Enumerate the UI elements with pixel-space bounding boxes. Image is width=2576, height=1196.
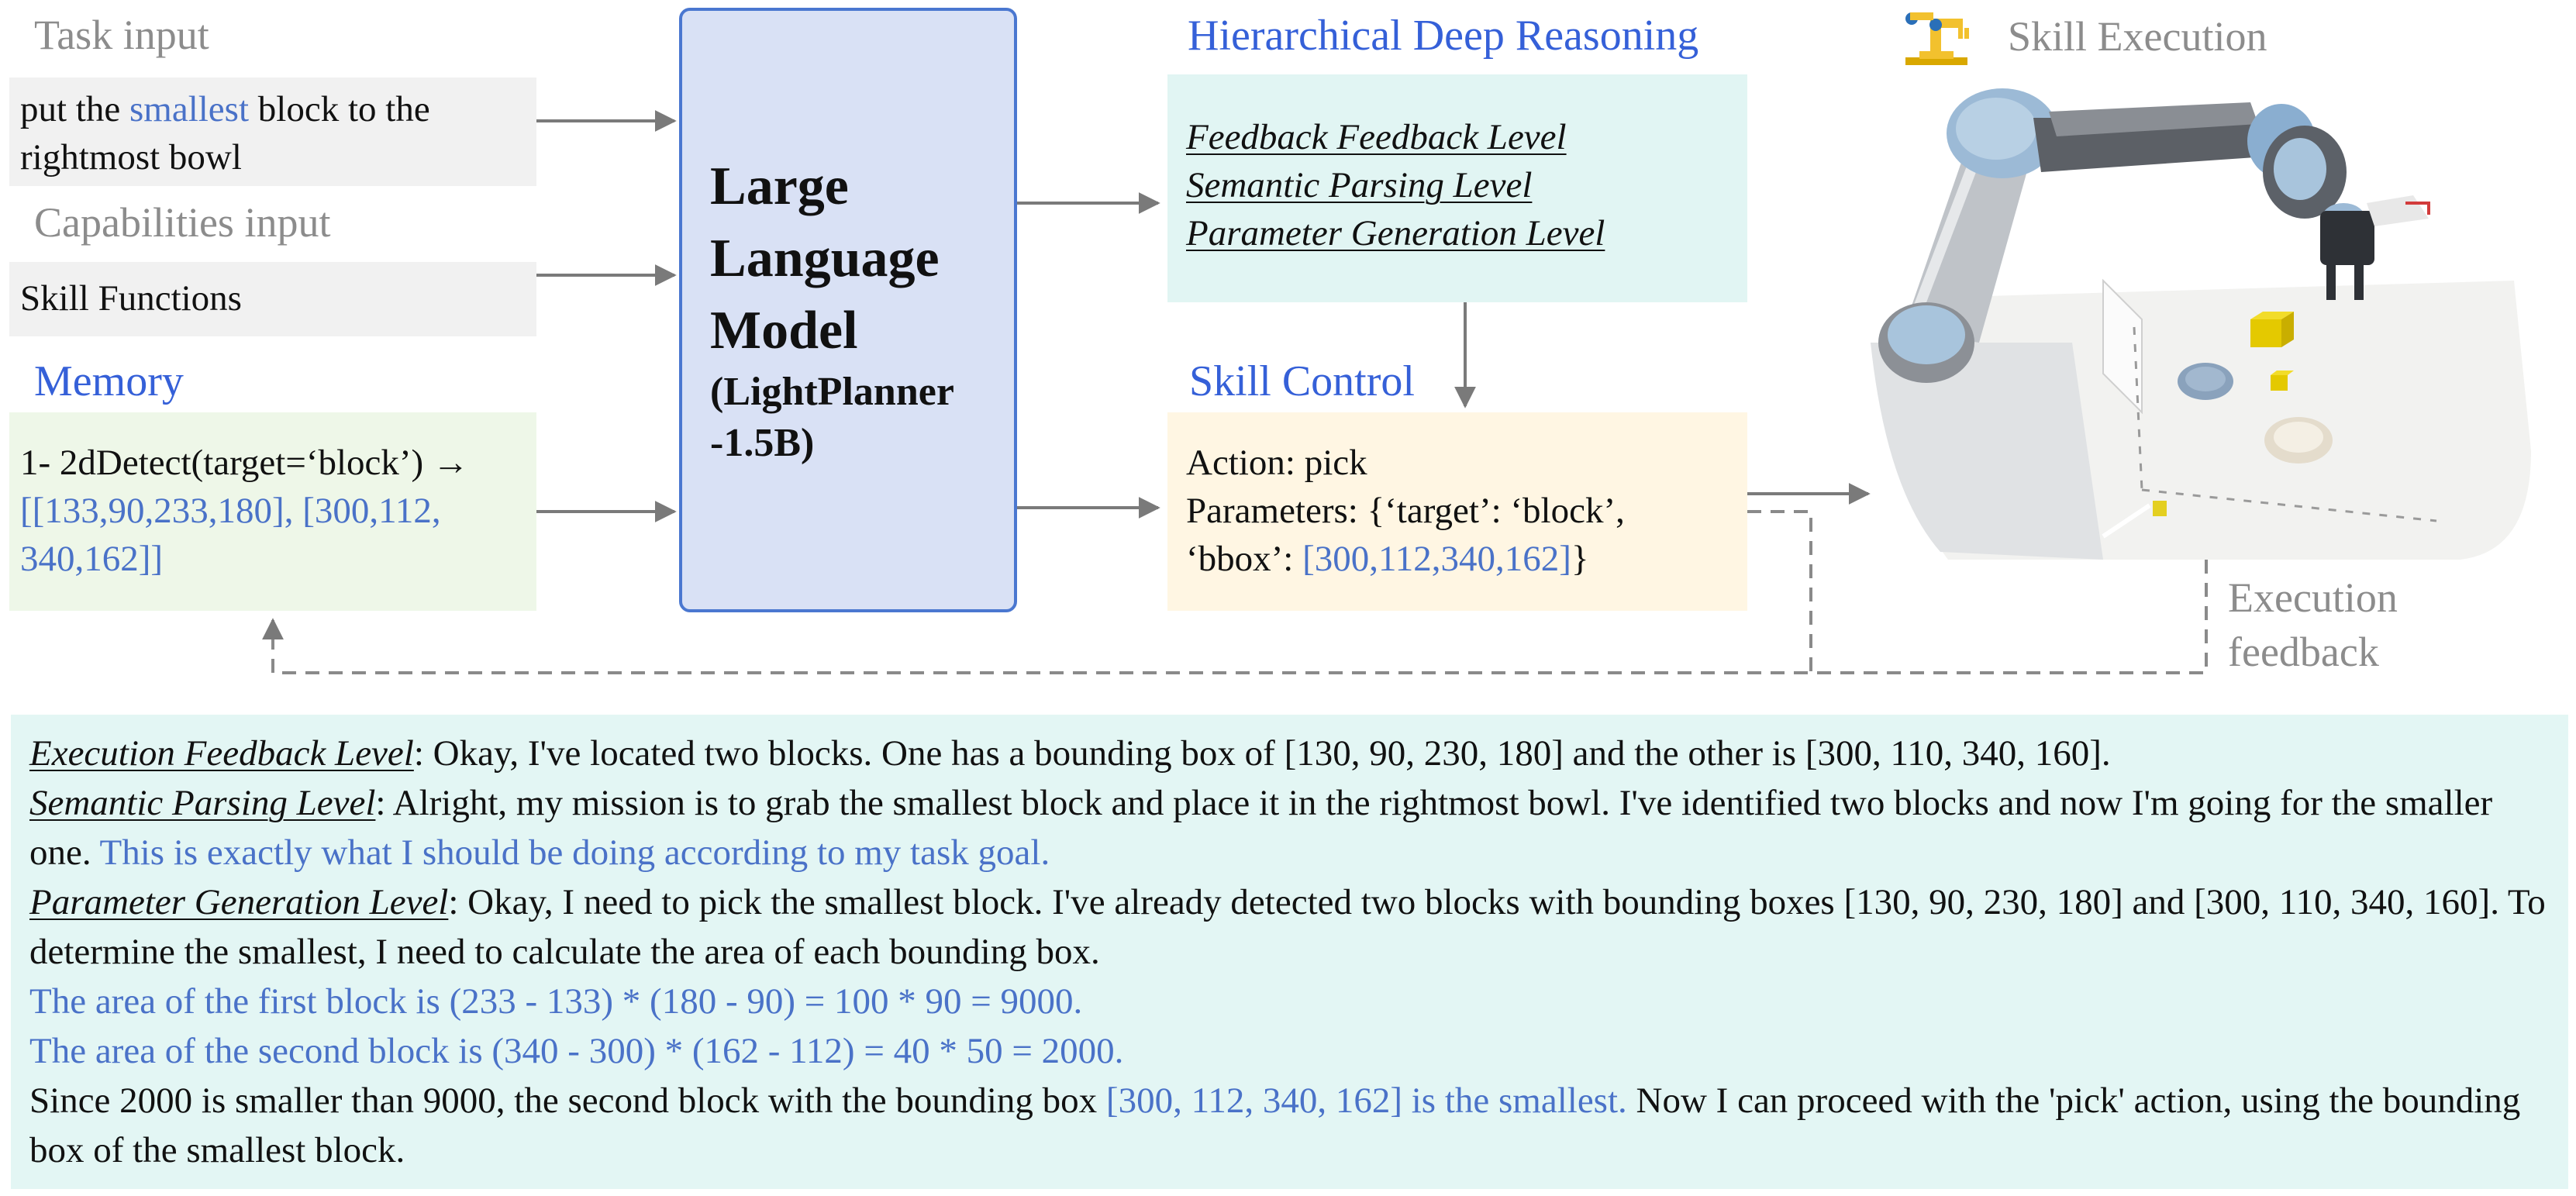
robot-photo [1871, 87, 2531, 560]
reasoning-box: Feedback Feedback Level Semantic Parsing… [1167, 74, 1747, 302]
llm-title-line: Language [710, 229, 940, 288]
llm-subtitle-line: -1.5B) [710, 421, 815, 465]
bbox-close: } [1571, 539, 1589, 579]
capabilities-input-title: Capabilities input [34, 199, 331, 246]
task-input-title: Task input [34, 12, 209, 58]
reasoning-title: Hierarchical Deep Reasoning [1188, 12, 1699, 60]
feedback-level-label: Execution Feedback Level [29, 733, 414, 774]
reasoning-output-panel: Execution Feedback Level: Okay, I've loc… [11, 715, 2568, 1189]
conclusion-text: Since 2000 is smaller than 9000, the sec… [29, 1081, 1106, 1121]
llm-box: Large Language Model (LightPlanner -1.5B… [679, 8, 1017, 612]
llm-title-line: Large [710, 157, 849, 216]
bbox-label: ‘bbox’: [1186, 539, 1303, 579]
llm-label: Large Language Model (LightPlanner -1.5B… [710, 150, 954, 469]
skill-control-title: Skill Control [1189, 357, 1415, 405]
robot-arm-icon [1904, 8, 1971, 68]
task-text-part: put the [20, 89, 129, 129]
reasoning-level-feedback: Feedback Feedback Level [1186, 117, 1567, 157]
semantic-level-text: : Alright, my mission is to grab the sma… [29, 783, 2493, 873]
conclusion-paragraph: Since 2000 is smaller than 9000, the sec… [29, 1076, 2550, 1175]
llm-subtitle-line: (LightPlanner [710, 370, 954, 414]
first-block-area-text: The area of the first block is (233 - 13… [29, 981, 1083, 1022]
skill-action-text: Action: pick [1186, 443, 1367, 483]
execution-feedback-line: feedback [2228, 629, 2379, 675]
conclusion-highlight: [300, 112, 340, 162] is the smallest. [1105, 1081, 1627, 1121]
execution-feedback-label: Execution feedback [2228, 570, 2398, 679]
feedback-level-text: : Okay, I've located two blocks. One has… [413, 733, 2111, 774]
parameter-level-label: Parameter Generation Level [29, 882, 449, 922]
task-input-text: put the smallest block to the rightmost … [20, 85, 526, 181]
skill-control-box: Action: pick Parameters: {‘target’: ‘blo… [1167, 412, 1747, 611]
bbox-value: [300,112,340,162] [1302, 539, 1571, 579]
semantic-level-paragraph: Semantic Parsing Level: Alright, my miss… [29, 778, 2550, 877]
conclusion-text-end: Now I can proceed with the 'pick' action… [29, 1081, 2521, 1170]
skill-params-text: Parameters: {‘target’: ‘block’, [1186, 491, 1625, 531]
execution-feedback-line: Execution [2228, 574, 2398, 621]
reasoning-level-parameter: Parameter Generation Level [1186, 213, 1605, 253]
second-block-area-text: The area of the second block is (340 - 3… [29, 1031, 1124, 1071]
task-text-highlight: smallest [129, 89, 250, 129]
memory-box: 1- 2dDetect(target=‘block’) → [[133,90,2… [9, 412, 536, 611]
reasoning-level-semantic: Semantic Parsing Level [1186, 165, 1533, 205]
memory-call-text: 1- 2dDetect(target=‘block’) → [20, 443, 469, 483]
skill-execution-title: Skill Execution [2008, 13, 2267, 60]
semantic-level-label: Semantic Parsing Level [29, 783, 376, 823]
capabilities-input-text: Skill Functions [20, 278, 242, 319]
skill-bbox-line: ‘bbox’: [300,112,340,162]} [1186, 535, 1729, 583]
capabilities-input-box: Skill Functions [9, 262, 536, 336]
memory-result-text: [[133,90,233,180], [300,112, 340,162]] [20, 491, 441, 579]
parameter-level-paragraph: Parameter Generation Level: Okay, I need… [29, 877, 2550, 977]
dashed-feedback-to-memory [262, 560, 2208, 674]
semantic-level-highlight: This is exactly what I should be doing a… [99, 832, 1050, 873]
llm-title-line: Model [710, 301, 858, 360]
memory-title: Memory [34, 357, 184, 405]
feedback-level-paragraph: Execution Feedback Level: Okay, I've loc… [29, 729, 2550, 778]
task-input-box: put the smallest block to the rightmost … [9, 78, 536, 186]
task-text-part: block to the rightmost bowl [20, 89, 430, 178]
dashed-control-feedback [1747, 510, 1812, 673]
parameter-level-text: : Okay, I need to pick the smallest bloc… [29, 882, 2546, 972]
